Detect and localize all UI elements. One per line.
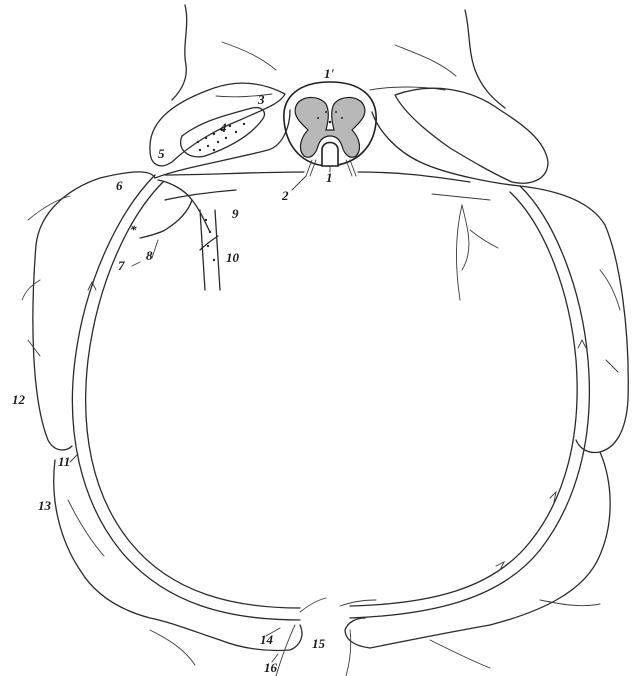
label-8: 8 <box>146 248 153 263</box>
leader-lines <box>70 166 330 662</box>
label-13: 13 <box>38 498 52 513</box>
label-16: 16 <box>264 660 278 675</box>
label-7: 7 <box>118 258 125 273</box>
label-2: 2 <box>281 188 289 203</box>
label-3: 3 <box>257 92 265 107</box>
dorsal-muscle-left <box>150 83 285 166</box>
ventral-ramus-loop <box>72 175 589 620</box>
label-12: 12 <box>12 392 26 407</box>
cutaneous-branches <box>22 196 620 606</box>
dorsal-muscle-right <box>395 88 548 183</box>
label-1-prime: 1' <box>324 66 335 81</box>
label-star: * <box>130 222 137 237</box>
spinal-cord <box>284 82 376 176</box>
label-4: 4 <box>219 120 227 135</box>
label-1: 1 <box>326 170 333 185</box>
label-11: 11 <box>58 454 70 469</box>
lateral-muscle-left <box>33 172 220 640</box>
label-5: 5 <box>158 146 165 161</box>
label-14: 14 <box>260 632 274 647</box>
label-6: 6 <box>116 178 123 193</box>
label-15: 15 <box>312 636 326 651</box>
lateral-muscle-right <box>370 186 628 648</box>
visceral-branches <box>140 180 498 300</box>
label-group: 1' 1 2 3 4 5 6 7 8 9 10 11 12 13 14 15 1… <box>12 66 335 675</box>
label-9: 9 <box>232 206 239 221</box>
label-10: 10 <box>226 250 240 265</box>
